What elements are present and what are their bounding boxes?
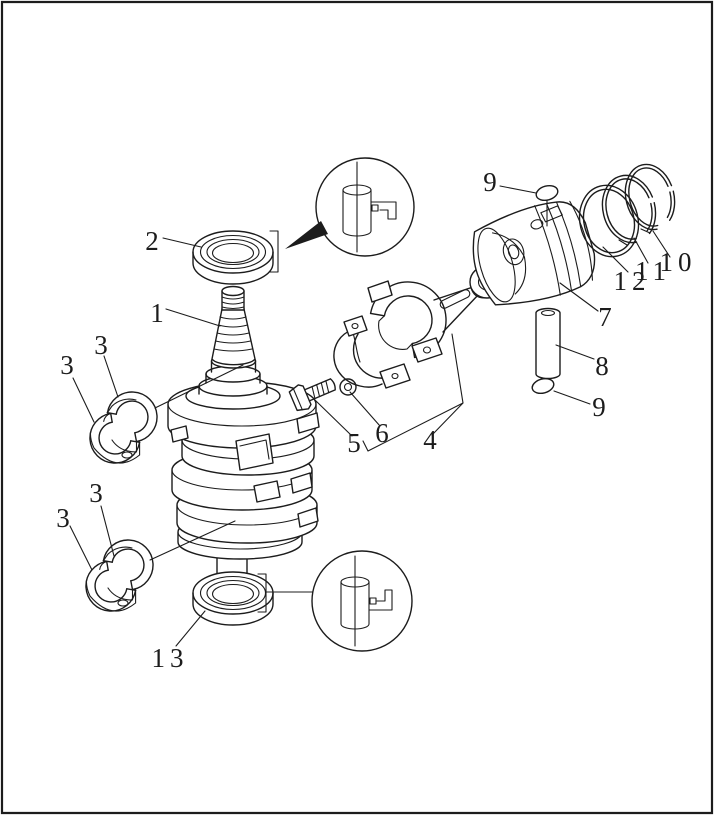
part-label-oil-seal-lower: 13 xyxy=(152,643,189,673)
bolt-drawing xyxy=(288,372,339,413)
pin-clip-upper-drawing xyxy=(535,183,560,202)
piston-ring-second-drawing xyxy=(596,170,663,249)
part-label-piston-pin: 8 xyxy=(595,351,609,381)
seal-orientation-callout-lower xyxy=(312,551,412,651)
part-label-clip-upper: 9 xyxy=(483,167,497,197)
part-label-ring-top: 10 xyxy=(660,247,697,277)
piston-drawing xyxy=(464,194,603,316)
bearing-shell-pair xyxy=(90,392,157,463)
part-label-bearing-b: 3 xyxy=(60,350,74,380)
piston-ring-top-drawing xyxy=(619,159,682,235)
bearing-shell-pair-lower xyxy=(85,539,154,612)
callout-pointer-triangle xyxy=(285,221,328,249)
part-label-washer: 6 xyxy=(375,418,389,448)
part-label-oil-seal-upper: 2 xyxy=(145,226,159,256)
crankshaft-drawing xyxy=(168,287,319,589)
part-label-piston: 7 xyxy=(598,302,612,332)
oil-seal-lower-drawing xyxy=(192,571,313,626)
seal-lip-hook-glyph xyxy=(371,202,396,219)
part-labels: 1 2 3 3 3 3 4 5 6 7 8 9 9 10 11 12 13 xyxy=(56,167,697,673)
part-label-ring-second: 11 xyxy=(635,256,671,286)
washer-drawing xyxy=(340,379,356,395)
seal-upper-bracket xyxy=(270,231,278,272)
part-label-rod-cap: 4 xyxy=(423,425,437,455)
seal-orientation-callout-upper xyxy=(316,158,414,256)
part-label-bearing-d: 3 xyxy=(56,503,70,533)
pin-clip-lower-drawing xyxy=(531,376,556,395)
oil-seal-upper-drawing xyxy=(192,221,328,285)
seal-lower-bracket xyxy=(258,574,266,612)
part-label-clip-lower: 9 xyxy=(592,392,606,422)
part-label-crankshaft: 1 xyxy=(150,298,164,328)
part-label-bolt: 5 xyxy=(347,428,361,458)
piston-pin-drawing xyxy=(536,309,560,379)
part-label-bearing-c: 3 xyxy=(89,478,103,508)
part-label-bearing-a: 3 xyxy=(94,330,108,360)
piston-ring-third-drawing xyxy=(572,179,646,263)
part-label-ring-third: 12 xyxy=(614,266,651,296)
leader-lines xyxy=(70,186,670,646)
seal-lip-hook-glyph xyxy=(369,590,392,610)
connecting-rod-cap-drawing xyxy=(334,316,410,388)
